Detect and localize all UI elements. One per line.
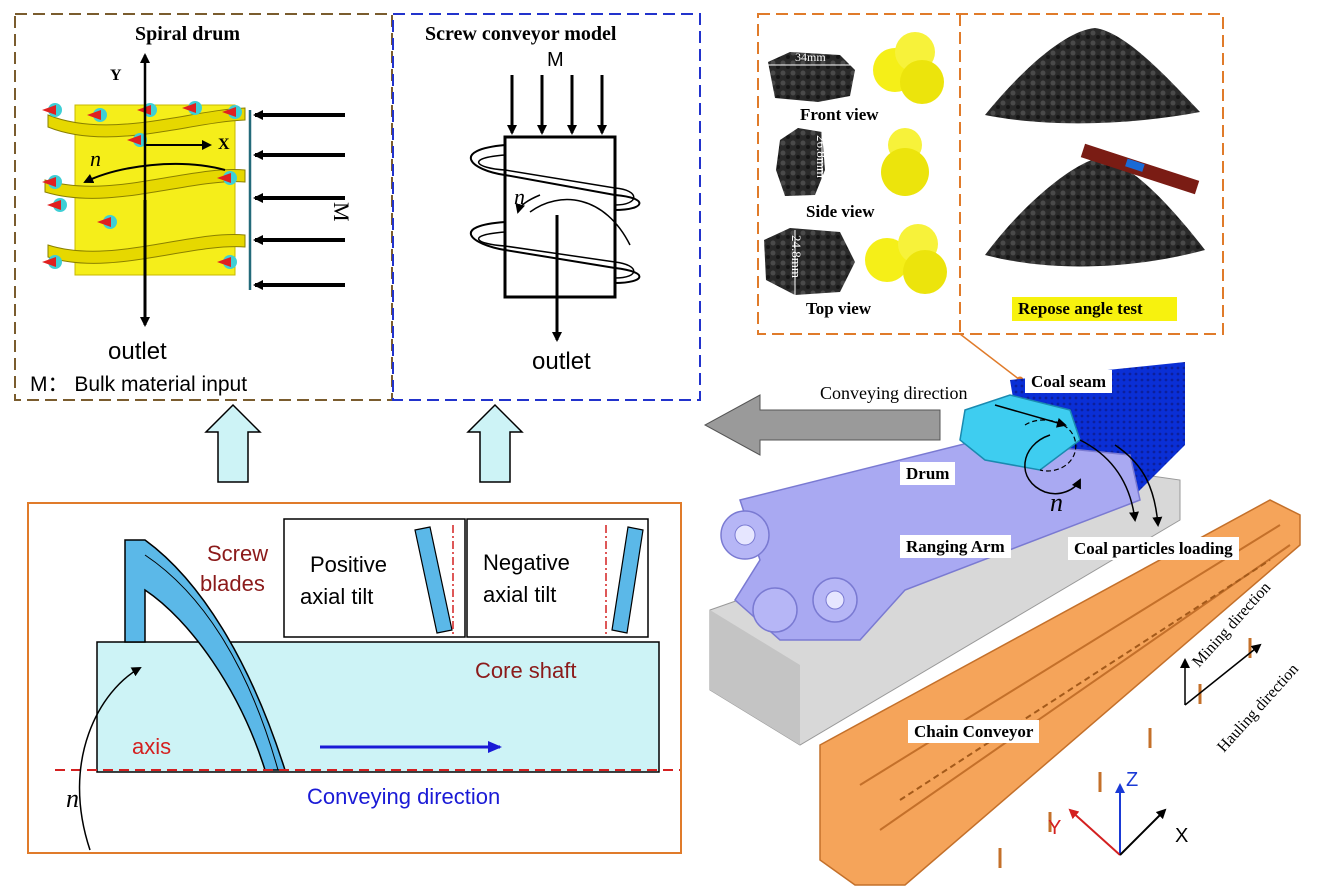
screw-blades-label-1: Screw [207, 541, 269, 566]
core-shaft-label: Core shaft [475, 658, 577, 683]
shaft-rotation-arrow [78, 667, 142, 851]
repose-pile-bottom [985, 158, 1205, 267]
drum-caption: M： Bulk material input [30, 373, 248, 396]
top-coal-particle [764, 228, 855, 295]
top-sphere-cluster [865, 224, 947, 294]
hauling-direction-arrow [1184, 643, 1262, 706]
coal-loading-label: Coal particles loading [1068, 537, 1239, 560]
negative-tilt-blade [611, 526, 644, 634]
drum-x-label: X [218, 136, 230, 153]
drum-rotation-label: n [90, 146, 101, 171]
positive-tilt-label-1: Positive [310, 552, 388, 577]
x-axis-arrow [1119, 808, 1167, 856]
screw-model-panel [392, 13, 701, 401]
core-shaft [96, 641, 660, 773]
top-view-label: Top view [806, 299, 872, 318]
y-axis-label: Y [1048, 817, 1062, 839]
x-axis-label: X [1175, 825, 1189, 847]
spiral-drum-title: Spiral drum [135, 23, 241, 45]
drum-rotation-label-3d: n [1050, 488, 1063, 517]
shearer-conveying-label: Conveying direction [820, 383, 968, 403]
shaft-rotation-label: n [66, 784, 79, 813]
drum-rotation-arrow-3d [1024, 434, 1081, 495]
top-dimension: 24.8mm [789, 235, 804, 278]
screw-blades-label-2: blades [200, 571, 265, 596]
screw-rotation-arrow [515, 194, 541, 214]
drum-input-label: M [329, 202, 354, 222]
screw-rotation-label: n [514, 184, 525, 209]
side-view-label: Side view [806, 202, 875, 221]
blade-panel [27, 502, 682, 854]
drum-rotation-arrow [83, 163, 226, 184]
conveying-direction-label: Conveying direction [307, 784, 501, 809]
axis-label: axis [132, 734, 172, 759]
repose-angle-label: Repose angle test [1018, 299, 1143, 318]
cutting-drum [959, 394, 1081, 471]
drum-outlet-label: outlet [108, 338, 167, 365]
ranging-arm-label: Ranging Arm [900, 535, 1011, 558]
y-axis-arrow [1068, 808, 1121, 856]
drum-input-arrows [253, 110, 345, 290]
drum-y-label: Y [110, 67, 122, 84]
drum-picks [42, 101, 242, 269]
negative-tilt-label-1: Negative [483, 550, 570, 575]
shearer-scene [709, 362, 1301, 886]
repose-pile-top [985, 28, 1200, 124]
screw-outlet-label: outlet [532, 348, 591, 375]
chain-conveyor-label: Chain Conveyor [908, 720, 1040, 743]
negative-tilt-label-2: axial tilt [483, 582, 557, 607]
repose-label-bg [1012, 297, 1177, 321]
positive-tilt-blade [414, 526, 453, 634]
front-dimension: 34mm [795, 50, 826, 64]
hollow-up-arrows [204, 403, 524, 483]
side-coal-particle [776, 128, 825, 196]
z-axis-label: Z [1126, 769, 1139, 791]
front-sphere-cluster [873, 32, 944, 104]
gray-conveying-arrow [703, 394, 941, 456]
drum-label: Drum [900, 462, 956, 485]
positive-tilt-label-2: axial tilt [300, 584, 374, 609]
screw-input-arrows [507, 75, 607, 135]
screw-input-label: M [547, 49, 564, 71]
side-sphere-cluster [881, 128, 929, 196]
spiral-drum-panel [14, 13, 393, 401]
side-dimension: 26.8mm [814, 135, 829, 178]
conveyor-lugs [998, 638, 1252, 868]
particle-panel [757, 13, 1224, 384]
coal-seam-label: Coal seam [1025, 370, 1113, 393]
screw-model-title: Screw conveyor model [425, 23, 617, 45]
front-view-label: Front view [800, 105, 879, 124]
